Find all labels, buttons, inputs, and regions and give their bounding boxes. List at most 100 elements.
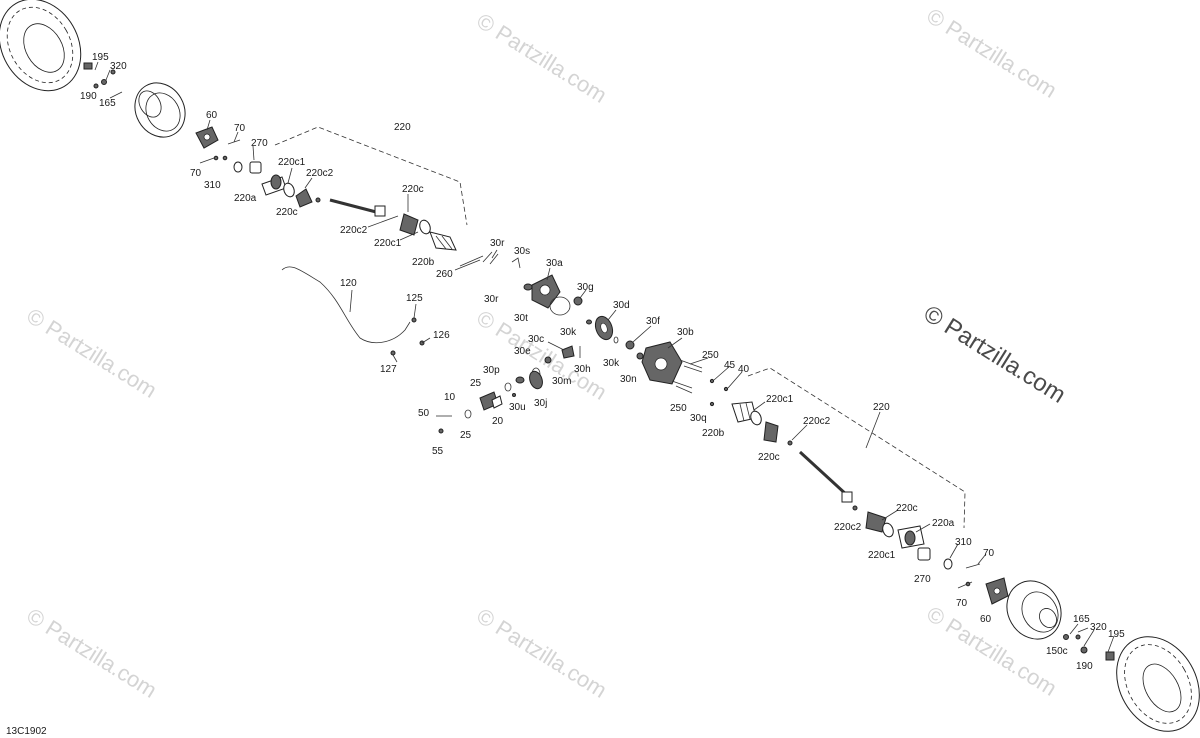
label-60: 60 xyxy=(980,614,992,625)
fitting-45 xyxy=(709,378,715,384)
label-150c: 150c xyxy=(1046,646,1068,657)
tire-front-left xyxy=(0,0,82,92)
label-250: 250 xyxy=(702,350,719,361)
seal-30r xyxy=(523,283,533,291)
label-127: 127 xyxy=(380,364,397,375)
label-70: 70 xyxy=(234,123,246,134)
label-30k: 30k xyxy=(560,327,577,338)
gear-30d xyxy=(594,315,614,341)
nut-55 xyxy=(438,428,444,434)
label-220c2: 220c2 xyxy=(834,522,862,533)
washer-25-bottom xyxy=(464,409,472,419)
clamp-220c2-bottom xyxy=(787,440,793,446)
drive-shaft-top xyxy=(329,198,386,217)
bolts-70-bottom xyxy=(957,563,981,589)
tire-rear-right xyxy=(1116,636,1200,732)
wheel-rim-front-left xyxy=(134,82,186,138)
watermark-top-center: © Partzilla.com xyxy=(472,8,611,108)
clamp-220c2-top xyxy=(315,197,321,203)
label-220b: 220b xyxy=(412,257,435,268)
watermark-mid-left: © Partzilla.com xyxy=(22,303,161,403)
joint-220b-top xyxy=(429,231,457,251)
label-45: 45 xyxy=(724,360,736,371)
label-195: 195 xyxy=(1108,629,1125,640)
label-220c2: 220c2 xyxy=(340,225,368,236)
label-165: 165 xyxy=(1073,614,1090,625)
label-220: 220 xyxy=(394,122,411,133)
label-70: 70 xyxy=(983,548,995,559)
hub-rear-right xyxy=(985,577,1009,605)
boot-220c-bottom-outer xyxy=(865,511,887,533)
label-10: 10 xyxy=(444,392,456,403)
label-60: 60 xyxy=(206,110,218,121)
label-30r: 30r xyxy=(484,294,499,305)
label-30p: 30p xyxy=(483,365,500,376)
label-30m: 30m xyxy=(552,376,571,387)
label-20: 20 xyxy=(492,416,504,427)
watermark-brand: © Partzilla.com xyxy=(919,300,1070,409)
label-310: 310 xyxy=(955,537,972,548)
clamp-220c1-bottom xyxy=(750,410,762,426)
label-320: 320 xyxy=(110,61,127,72)
label-30j: 30j xyxy=(534,398,547,409)
label-220a: 220a xyxy=(234,193,257,204)
label-30r: 30r xyxy=(490,238,505,249)
spacer-270-bottom xyxy=(917,547,931,561)
label-120: 120 xyxy=(340,278,357,289)
washer-25-top xyxy=(504,382,512,392)
watermark-top-right: © Partzilla.com xyxy=(922,3,1061,103)
label-25: 25 xyxy=(460,430,472,441)
label-250: 250 xyxy=(670,403,687,414)
label-220: 220 xyxy=(873,402,890,413)
stub-220a-top xyxy=(261,174,287,196)
bearing-30k-top xyxy=(586,319,592,325)
callout-labels: 195 320 190 165 60 70 270 70 310 220 220… xyxy=(80,52,1125,672)
shim-30k xyxy=(613,336,619,344)
clamp-220c1-top xyxy=(283,182,295,198)
label-30h: 30h xyxy=(574,364,591,375)
label-220a: 220a xyxy=(932,518,955,529)
label-195: 195 xyxy=(92,52,109,63)
label-190: 190 xyxy=(80,91,97,102)
label-30u: 30u xyxy=(509,402,526,413)
bracket-220-top xyxy=(274,126,468,226)
label-30s: 30s xyxy=(514,246,530,257)
clip-30u xyxy=(512,393,516,397)
o-ring-30t xyxy=(549,296,571,316)
hardware-rear-right xyxy=(1063,627,1115,661)
studs-30r xyxy=(454,251,521,271)
bearing-30g xyxy=(573,296,583,306)
spacer-270-top xyxy=(249,161,262,174)
fitting-40 xyxy=(723,386,729,392)
label-220c1: 220c1 xyxy=(766,394,794,405)
pinion-30c xyxy=(561,345,575,359)
clamp-220c2-bottom-outer xyxy=(852,505,858,511)
label-25: 25 xyxy=(470,378,482,389)
bracket-220-bottom xyxy=(747,367,966,529)
bearing-30k-mid xyxy=(544,356,552,364)
leader-lines xyxy=(94,61,1115,653)
hardware-front-left xyxy=(83,62,123,99)
label-220c: 220c xyxy=(402,184,424,195)
label-30n: 30n xyxy=(620,374,637,385)
clamp-127 xyxy=(390,350,396,356)
label-30a: 30a xyxy=(546,258,563,269)
label-30k: 30k xyxy=(603,358,620,369)
seal-30n xyxy=(636,352,644,360)
wheel-rim-rear-right xyxy=(1006,580,1062,640)
label-30f: 30f xyxy=(646,316,660,327)
label-220c2: 220c2 xyxy=(306,168,334,179)
clamp-220c1-top-inner xyxy=(419,219,431,235)
label-270: 270 xyxy=(914,574,931,585)
watermark-bottom-left: © Partzilla.com xyxy=(22,603,161,703)
pin-30q xyxy=(709,401,715,407)
watermark-bottom-center: © Partzilla.com xyxy=(472,603,611,703)
label-270: 270 xyxy=(251,138,268,149)
label-30c: 30c xyxy=(528,334,544,345)
joint-220b-bottom xyxy=(731,401,757,423)
label-220c: 220c xyxy=(758,452,780,463)
seal-30p xyxy=(515,376,525,384)
label-190: 190 xyxy=(1076,661,1093,672)
label-30b: 30b xyxy=(677,327,694,338)
